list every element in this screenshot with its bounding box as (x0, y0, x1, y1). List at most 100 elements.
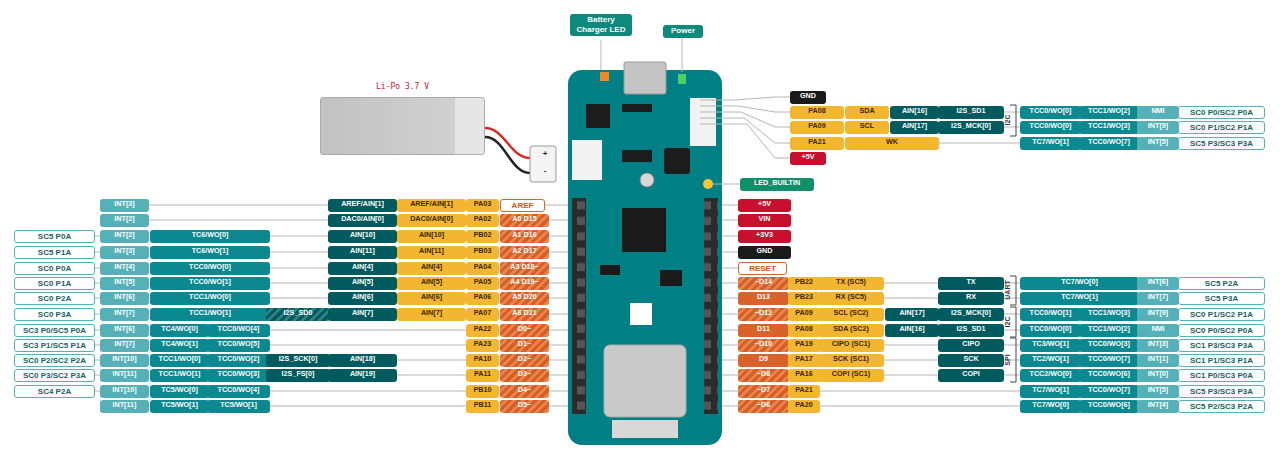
battery: Li-Po 3.7 V (320, 97, 485, 155)
interrupt-label: INT[3] (100, 199, 149, 212)
interrupt-label: INT[5] (1137, 385, 1179, 398)
pin-label: ~D14 (738, 277, 789, 290)
sercom-label: SC0 P1/SC2 P1A (1178, 308, 1265, 321)
sercom-label: SC0 P1A (14, 277, 95, 290)
analog-label: I2S_SCK[0] (266, 354, 330, 367)
interrupt-label: INT[3] (1137, 339, 1179, 352)
i2s-label: I2S_SD0 (266, 308, 330, 321)
timer-label: TCC0/WO[6] (1079, 400, 1139, 413)
timer-label: TC6/WO[1] (150, 246, 270, 259)
interrupt-label: INT[6] (100, 324, 149, 337)
timer-label: TCC0/WO[5] (207, 339, 270, 352)
analog-label: RX (938, 292, 1004, 305)
timer-label: TC7/WO[0] (1020, 277, 1139, 290)
port-label: AIN[5] (397, 277, 466, 290)
analog-label: SCK (938, 354, 1004, 367)
interrupt-label: INT[9] (1137, 121, 1179, 134)
timer-label: TCC0/WO[3] (1079, 339, 1139, 352)
port-label: PA21 (788, 385, 820, 398)
port-label: PA07 (466, 308, 499, 321)
port-label: PA08 (788, 324, 820, 337)
interrupt-label: INT[0] (1137, 369, 1179, 382)
port-label: PA16 (788, 369, 820, 382)
interrupt-label: INT[10] (100, 385, 149, 398)
analog-label: AIN[19] (328, 369, 397, 382)
port-label: AIN[4] (397, 262, 466, 275)
timer-label: TCC0/WO[7] (1079, 137, 1139, 150)
pin-label: ~D7 (738, 385, 789, 398)
analog-label: I2S_MCK[0] (938, 121, 1004, 134)
timer-label: TCC0/WO[6] (1079, 369, 1139, 382)
power-pin: +5V (790, 152, 826, 165)
pin-label: D3~ (500, 369, 549, 382)
sercom-label: SC4 P2A (14, 385, 95, 398)
timer-label: TC7/WO[0] (1020, 400, 1081, 413)
port-label: AREF/AIN[1] (397, 199, 466, 212)
sercom-label: SC5 P3/SC3 P3A (1178, 137, 1265, 150)
timer-label: TC7/WO[1] (1020, 137, 1081, 150)
interrupt-label: INT[6] (100, 292, 149, 305)
timer-label: TCC1/WO[2] (1079, 106, 1139, 119)
analog-label: COPI (938, 369, 1004, 382)
port-label: RX (SC5) (818, 292, 884, 305)
port-label: PA09 (788, 308, 820, 321)
sercom-label: SC0 P3/SC2 P3A (14, 369, 95, 382)
port-label: SDA (SC2) (818, 324, 884, 337)
pin-label: ~D12 (738, 308, 789, 321)
timer-label: TCC0/WO[4] (207, 385, 270, 398)
sercom-label: SC3 P1/SC5 P1A (14, 339, 95, 352)
interrupt-label: INT[10] (100, 354, 149, 367)
polarity-mark: - (536, 166, 554, 178)
port-label: PA02 (466, 214, 499, 227)
port-label: SDA (845, 106, 889, 119)
analog-label: AIN[16] (885, 324, 939, 337)
timer-label: TCC1/WO[3] (1079, 308, 1139, 321)
analog-label: I2S_SD1 (938, 106, 1004, 119)
interrupt-label: NMI (1137, 106, 1179, 119)
interrupt-label: INT[2] (100, 214, 149, 227)
callout-label: Power (663, 25, 703, 38)
bus-bracket-label: UART (1004, 276, 1014, 304)
port-label: AIN[10] (397, 230, 466, 243)
sercom-label: SC0 P0/SC2 P0A (1178, 324, 1265, 337)
port-label: TX (SC5) (818, 277, 884, 290)
timer-label: TC2/WO[1] (1020, 354, 1081, 367)
port-label: PA11 (466, 369, 499, 382)
sercom-label: SC0 P1/SC2 P1A (1178, 121, 1265, 134)
timer-label: TCC0/WO[0] (1020, 324, 1081, 337)
port-label: PA21 (790, 137, 844, 150)
interrupt-label: INT[7] (100, 308, 149, 321)
pin-label: D2~ (500, 354, 549, 367)
interrupt-label: INT[2] (100, 230, 149, 243)
timer-label: TCC0/WO[4] (207, 324, 270, 337)
analog-label: AIN[16] (890, 106, 939, 119)
port-label: SCK (SC1) (818, 354, 884, 367)
analog-label: AIN[7] (328, 308, 397, 321)
port-label: AIN[11] (397, 246, 466, 259)
port-label: PA23 (466, 339, 499, 352)
pin-label: D0~ (500, 324, 549, 337)
timer-label: TC4/WO[1] (150, 339, 209, 352)
timer-label: TCC0/WO[1] (1020, 308, 1081, 321)
timer-label: TCC0/WO[7] (1079, 354, 1139, 367)
timer-label: TC7/WO[1] (1020, 385, 1081, 398)
port-label: PA03 (466, 199, 499, 212)
port-label: PB11 (466, 400, 499, 413)
interrupt-label: INT[11] (100, 400, 149, 413)
port-label: PA20 (788, 400, 820, 413)
pin-label: ~D10 (738, 339, 789, 352)
pin-label: A5 D20 (500, 292, 549, 305)
analog-label: DAC0/AIN[0] (328, 214, 397, 227)
timer-label: TC4/WO[0] (150, 324, 209, 337)
port-label: PB02 (466, 230, 499, 243)
analog-label: AIN[6] (328, 292, 397, 305)
bus-bracket-label: I2C (1004, 106, 1014, 134)
port-label: PA08 (790, 106, 844, 119)
polarity-mark: + (536, 149, 554, 161)
interrupt-label: INT[7] (1137, 292, 1179, 305)
timer-label: TC3/WO[1] (1020, 339, 1081, 352)
timer-label: TCC0/WO[0] (150, 262, 270, 275)
port-label: PA09 (790, 121, 844, 134)
analog-label: CIPO (938, 339, 1004, 352)
timer-label: TCC0/WO[7] (1079, 385, 1139, 398)
